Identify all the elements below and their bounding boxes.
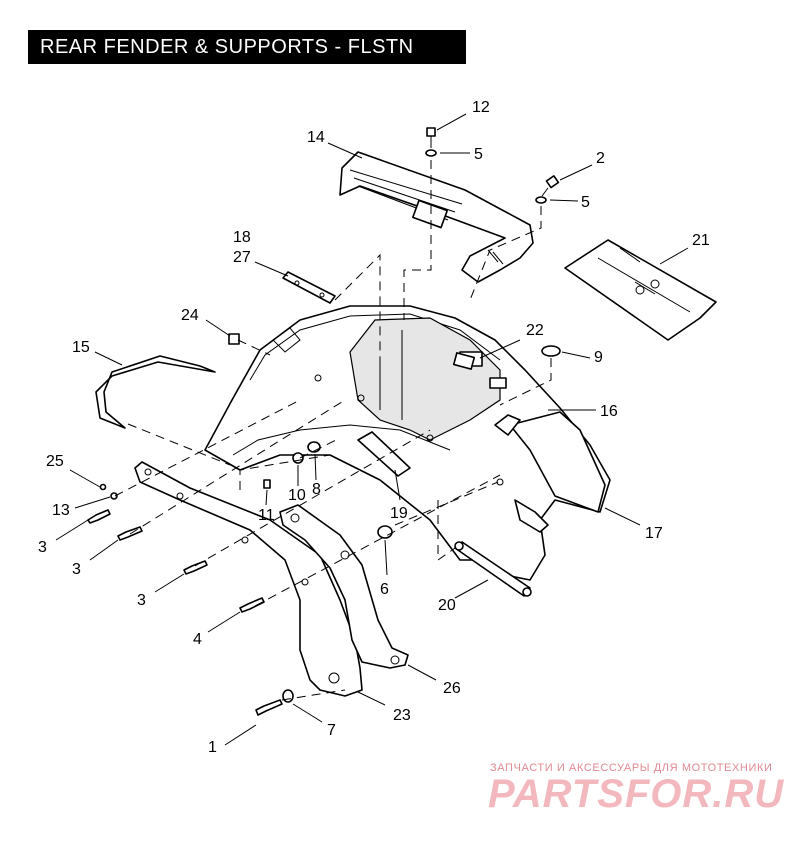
part-13-fastener[interactable]	[110, 492, 118, 500]
part-18-27-bracket[interactable]	[282, 271, 336, 304]
part-12-bolt[interactable]	[426, 127, 436, 148]
part-24-nut[interactable]	[228, 333, 240, 345]
part-9-clip[interactable]	[541, 345, 561, 357]
part-16-bracket[interactable]	[494, 414, 521, 436]
callout-2: 2	[596, 150, 605, 167]
part-2-bolt[interactable]	[541, 175, 560, 197]
part-3-bolt-upper[interactable]	[87, 509, 111, 524]
part-22-plate[interactable]	[452, 352, 476, 370]
callout-27: 27	[233, 249, 251, 266]
watermark-logo: PARTSFOR.RU	[488, 772, 785, 816]
callout-19: 19	[390, 505, 408, 522]
callout-10: 10	[288, 487, 306, 504]
callout-8: 8	[312, 481, 321, 498]
callout-1: 1	[208, 739, 217, 756]
part-5-washer-right[interactable]	[535, 196, 547, 204]
part-15-grab-rail[interactable]	[95, 355, 216, 429]
part-4-bolt[interactable]	[239, 597, 265, 613]
callout-4: 4	[193, 631, 202, 648]
part-26-right-support[interactable]	[279, 504, 409, 669]
callout-3-upper: 3	[38, 539, 47, 556]
callout-17: 17	[645, 525, 663, 542]
part-11-clip[interactable]	[263, 479, 271, 489]
callout-6: 6	[380, 581, 389, 598]
part-21-liner-plate[interactable]	[564, 239, 717, 341]
callout-24: 24	[181, 307, 199, 324]
diagram-title: REAR FENDER & SUPPORTS - FLSTN	[28, 30, 466, 64]
callout-5-upper: 5	[474, 146, 483, 163]
callout-26: 26	[443, 680, 461, 697]
watermark-tagline: ЗАПЧАСТИ И АКСЕССУАРЫ ДЛЯ МОТОТЕХНИКИ	[490, 762, 773, 774]
part-6-washer[interactable]	[377, 525, 393, 539]
part-19-bracket[interactable]	[357, 431, 411, 477]
callout-3-lower: 3	[137, 592, 146, 609]
leader-lines	[55, 113, 689, 746]
assembly-lines	[114, 160, 552, 701]
part-7-washer[interactable]	[282, 689, 294, 703]
callout-15: 15	[72, 339, 90, 356]
callout-22: 22	[526, 322, 544, 339]
callout-20: 20	[438, 597, 456, 614]
part-3-bolt-lower[interactable]	[183, 560, 208, 575]
callout-13: 13	[52, 502, 70, 519]
callout-18: 18	[233, 229, 251, 246]
callout-14: 14	[307, 129, 325, 146]
part-1-bolt[interactable]	[255, 699, 283, 716]
callout-11: 11	[258, 507, 275, 524]
part-14-luggage-rack[interactable]	[339, 151, 534, 283]
callout-3-middle: 3	[72, 561, 81, 578]
part-25-fastener[interactable]	[99, 483, 107, 491]
part-13-left-support[interactable]	[134, 461, 363, 697]
callout-16: 16	[600, 403, 618, 420]
callout-5-right: 5	[581, 194, 590, 211]
callout-7: 7	[327, 722, 336, 739]
callout-9: 9	[594, 349, 603, 366]
callout-21: 21	[692, 232, 710, 249]
callout-12: 12	[472, 99, 490, 116]
callout-25: 25	[46, 453, 64, 470]
part-10-nut[interactable]	[292, 452, 304, 464]
part-5-washer-upper[interactable]	[425, 149, 437, 157]
callout-labels: 12 5 2 5 14 21 18 27 24 15 22 9 16 17 25…	[38, 99, 710, 756]
part-20-strut[interactable]	[454, 541, 532, 597]
callout-23: 23	[393, 707, 411, 724]
